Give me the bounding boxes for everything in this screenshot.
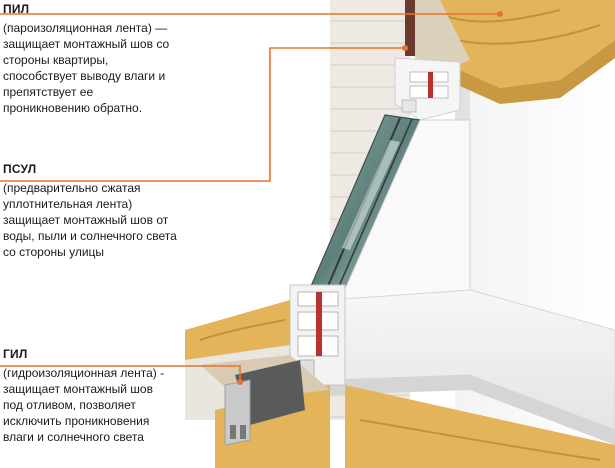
leader-lines	[0, 11, 503, 385]
label-psul-name: ПСУЛ	[3, 162, 37, 176]
label-gil-name: ГИЛ	[3, 347, 28, 361]
top-insulation	[410, 0, 615, 104]
leader-line-gil	[0, 365, 241, 382]
label-pil: ПИЛ (пароизоляционная лента) — защищает …	[3, 2, 178, 116]
label-pil-name: ПИЛ	[3, 2, 30, 16]
leader-dot-psul	[402, 45, 408, 51]
vapor-barrier-tape	[405, 0, 415, 56]
leader-dot-pil	[497, 11, 503, 17]
leader-line-psul	[0, 47, 405, 182]
label-psul: ПСУЛ (предварительно сжатая уплотнительн…	[3, 162, 183, 260]
label-psul-desc: (предварительно сжатая уплотнительная ле…	[3, 181, 177, 259]
frame-top-profile	[394, 57, 461, 121]
label-gil: ГИЛ (гидроизоляционная лента) - защищает…	[3, 347, 173, 445]
label-gil-desc: (гидроизоляционная лента) - защищает мон…	[3, 366, 165, 444]
leader-dot-gil	[237, 379, 243, 385]
frame-bottom-profile	[289, 284, 346, 386]
label-pil-desc: (пароизоляционная лента) — защищает монт…	[3, 21, 170, 115]
vapor-barrier-fold	[415, 0, 470, 72]
